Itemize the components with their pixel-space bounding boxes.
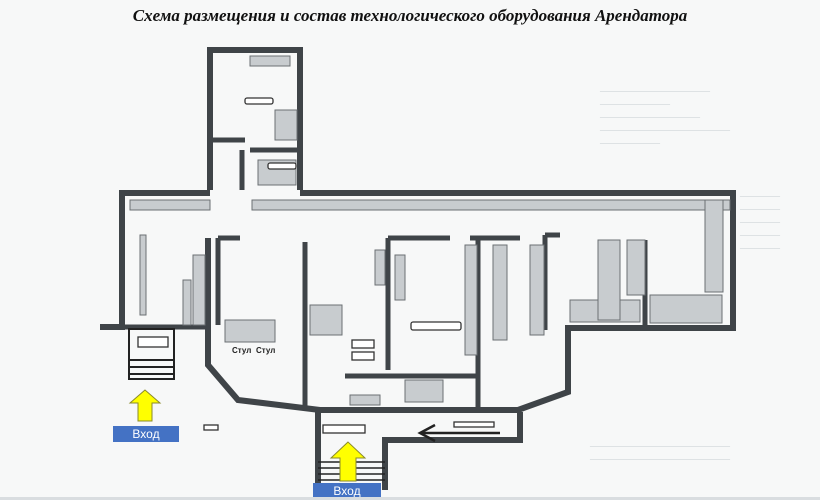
entry-arrow-icon bbox=[329, 441, 367, 482]
outer-walls bbox=[100, 47, 736, 490]
background-text: ―――――――――――――――――――― bbox=[740, 191, 780, 254]
fixtures bbox=[137, 97, 495, 434]
entrance-label-bottom: Вход bbox=[313, 483, 381, 499]
background-text: ――――――――――――――――――――――――――――――――――――――――… bbox=[600, 86, 730, 149]
equipment bbox=[129, 55, 731, 406]
background-text: ―――――――――――――――――――――――――――― bbox=[590, 441, 730, 465]
entry-arrow-icon bbox=[128, 389, 162, 422]
stairs-left bbox=[128, 328, 175, 380]
bottom-border bbox=[0, 497, 820, 500]
label-chair-1: Стул bbox=[232, 346, 251, 355]
label-chair-2: Стул bbox=[256, 346, 275, 355]
page-title: Схема размещения и состав технологическо… bbox=[132, 6, 688, 25]
arrow-left-icon bbox=[417, 423, 500, 443]
entrance-label-left: Вход bbox=[113, 426, 179, 442]
